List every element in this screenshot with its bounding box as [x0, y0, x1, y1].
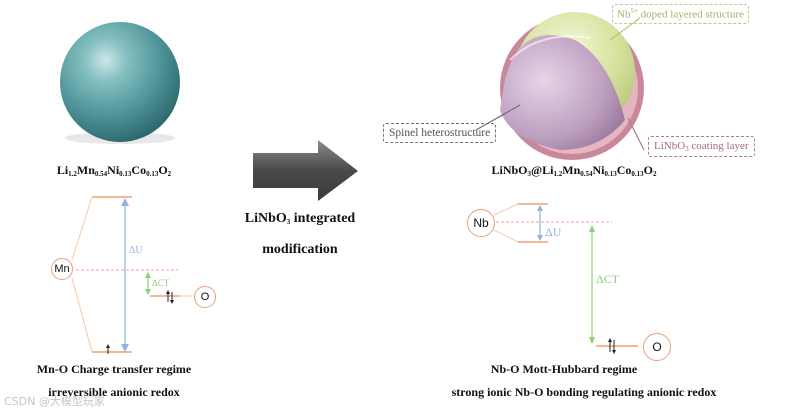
bulk-formula-subscript-3: 0.13 — [146, 170, 159, 178]
bulk-formula-subscript-4: 2 — [167, 170, 172, 178]
coated-formula-element-1: @Li — [531, 163, 554, 177]
coated-formula-subscript-2: 0.54 — [580, 170, 593, 178]
left-delta-u-label: ΔU — [129, 245, 143, 256]
spinel-shell — [500, 35, 625, 150]
o-atom-node-right: O — [643, 333, 671, 361]
arrow-caption-line2: modification — [262, 242, 338, 257]
bulk-formula-subscript-0: 1.2 — [68, 170, 77, 178]
left-regime-title: Mn-O Charge transfer regime — [36, 362, 192, 376]
coated-formula-element-3: Ni — [592, 163, 605, 177]
arrow-caption: LiNbO3 integrated modification — [245, 205, 355, 264]
coated-formula-element-0: LiNbO — [491, 163, 528, 177]
bulk-formula-subscript-2: 0.13 — [119, 170, 132, 178]
left-regime-subtitle: irreversible anionic redox — [48, 385, 180, 399]
bulk-formula-element-2: Ni — [107, 163, 120, 177]
left-delta-ct-label: ΔCT — [152, 278, 170, 288]
transformation-arrow — [253, 140, 358, 201]
nb-atom-node: Nb — [467, 209, 495, 237]
coated-formula-element-5: O — [643, 163, 654, 177]
right-delta-ct-label: ΔCT — [596, 272, 620, 286]
spinel-callout: Spinel heterostructure — [383, 123, 497, 143]
bulk-formula-element-0: Li — [56, 163, 69, 177]
bulk-formula-element-1: Mn — [76, 163, 95, 177]
mn-atom-node: Mn — [51, 258, 73, 280]
right-regime-title: Nb-O Mott-Hubbard regime — [490, 362, 638, 376]
coated-formula-subscript-0: 3 — [527, 170, 532, 178]
coated-material-formula: LiNbO3@Li1.2Mn0.54Ni0.13Co0.13O2 — [491, 163, 656, 178]
left-energy-diagram — [71, 196, 193, 354]
coated-formula-subscript-1: 1.2 — [553, 170, 563, 178]
right-energy-diagram — [493, 203, 638, 354]
o-atom-node-left: O — [194, 286, 216, 308]
watermark: CSDN @大模型玩家 — [4, 395, 105, 408]
right-regime-subtitle: strong ionic Nb-O bonding regulating ani… — [451, 385, 717, 399]
coated-formula-element-4: Co — [616, 163, 632, 177]
coated-formula-subscript-4: 0.13 — [631, 170, 644, 178]
coated-formula-subscript-5: 2 — [653, 170, 657, 178]
bulk-formula-element-4: O — [158, 163, 168, 177]
right-delta-u-label: ΔU — [545, 225, 562, 239]
arrow-caption-line1: LiNbO3 integrated — [244, 211, 356, 226]
coated-formula-subscript-3: 0.13 — [604, 170, 617, 178]
nb-doped-callout: Nb5+ doped layered structure — [612, 4, 749, 24]
coating-callout: LiNbO3 coating layer — [648, 136, 755, 157]
bulk-material-formula: Li1.2Mn0.54Ni0.13Co0.13O2 — [57, 163, 171, 178]
bulk-particle-sphere — [60, 22, 180, 142]
coated-formula-element-2: Mn — [562, 163, 581, 177]
bulk-formula-element-3: Co — [131, 163, 147, 177]
bulk-formula-subscript-1: 0.54 — [94, 170, 108, 178]
